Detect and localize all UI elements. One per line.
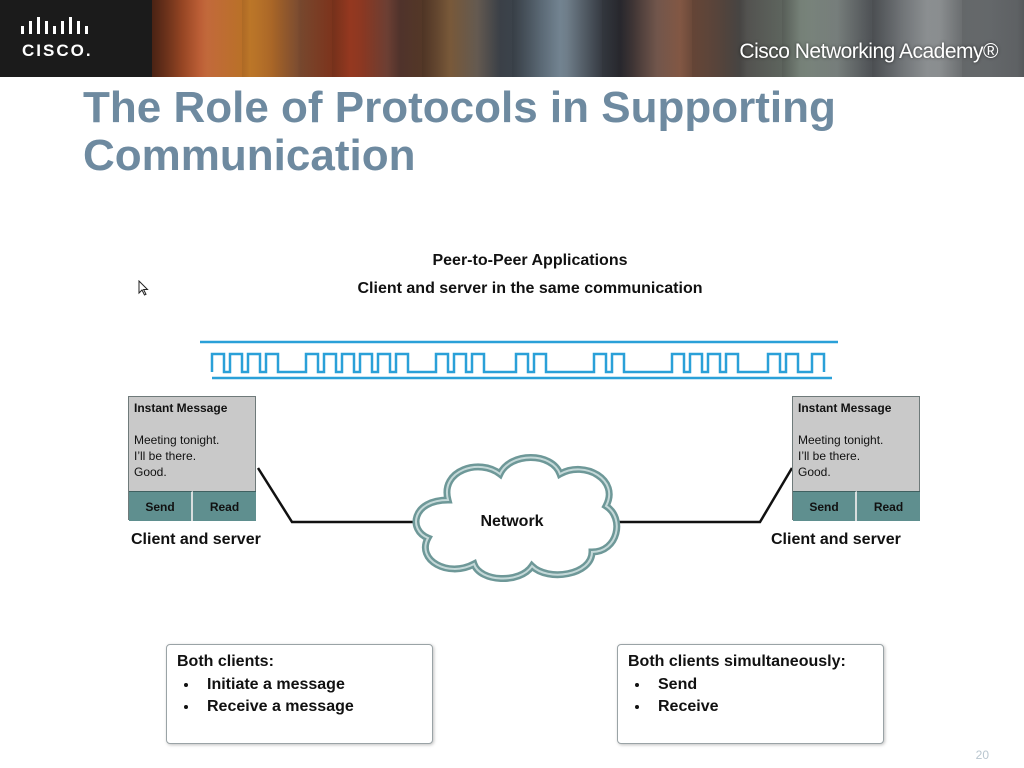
page-number: 20 (975, 748, 989, 762)
info-box-item: Initiate a message (199, 674, 422, 696)
info-box-item: Send (650, 674, 873, 696)
send-button[interactable]: Send (129, 491, 193, 521)
right-instant-message-window: Instant Message Meeting tonight. I’ll be… (792, 396, 920, 521)
info-box-both-clients: Both clients: Initiate a message Receive… (166, 644, 433, 744)
info-box-list: Send Receive (628, 674, 873, 718)
left-link-line (256, 467, 418, 524)
signal-waveform (210, 352, 826, 374)
network-label: Network (480, 513, 544, 530)
diagram-subtitle: Client and server in the same communicat… (357, 280, 703, 297)
send-button[interactable]: Send (793, 491, 857, 521)
info-box-item: Receive (650, 696, 873, 718)
banner-photo-collage (152, 0, 1024, 77)
info-box-heading: Both clients: (177, 653, 274, 670)
im-message-line: Good. (134, 465, 167, 479)
cisco-logo: CISCO. (18, 16, 98, 64)
right-node-caption: Client and server (771, 531, 901, 548)
im-message-line: I’ll be there. (798, 449, 861, 463)
im-message-line: I’ll be there. (134, 449, 197, 463)
right-link-line (610, 467, 794, 524)
network-cloud-icon (412, 454, 621, 582)
info-box-heading: Both clients simultaneously: (628, 653, 846, 670)
header-banner: CISCO. Cisco Networking Academy® (0, 0, 1024, 77)
cisco-logo-text: CISCO. (22, 41, 93, 60)
mouse-cursor-icon (138, 280, 149, 296)
cisco-logo-icon (21, 17, 88, 34)
info-box-both-clients-simultaneously: Both clients simultaneously: Send Receiv… (617, 644, 884, 744)
read-button[interactable]: Read (193, 491, 256, 521)
academy-brand: Cisco Networking Academy® (739, 40, 998, 63)
im-message-line: Good. (798, 465, 831, 479)
im-window-title: Instant Message (798, 401, 892, 415)
left-node-caption: Client and server (131, 531, 261, 548)
im-message-line: Meeting tonight. (134, 433, 220, 447)
left-instant-message-window: Instant Message Meeting tonight. I’ll be… (128, 396, 256, 521)
info-box-item: Receive a message (199, 696, 422, 718)
info-box-list: Initiate a message Receive a message (177, 674, 422, 718)
diagram-title: Peer-to-Peer Applications (432, 252, 628, 269)
slide-title: The Role of Protocols in Supporting Comm… (83, 83, 836, 180)
read-button[interactable]: Read (857, 491, 920, 521)
im-message-line: Meeting tonight. (798, 433, 884, 447)
im-window-title: Instant Message (134, 401, 228, 415)
